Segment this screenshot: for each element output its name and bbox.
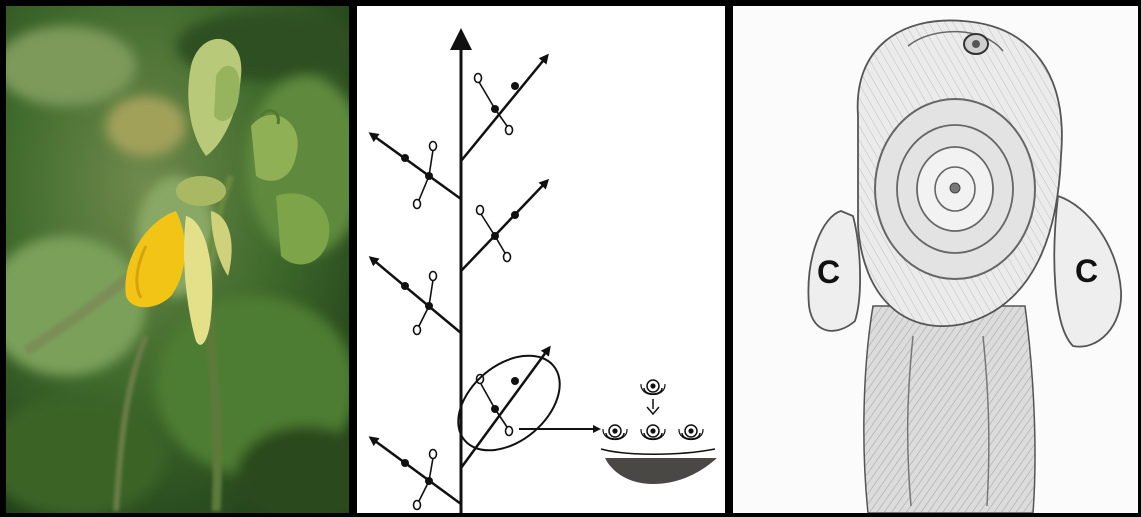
branch-arrow xyxy=(461,348,549,468)
right-branches xyxy=(461,56,549,468)
left-branches xyxy=(371,134,461,504)
flower-photo xyxy=(6,6,349,513)
branch-arrow xyxy=(371,438,461,504)
right-stipule-label: C xyxy=(1075,253,1098,289)
pedicels xyxy=(414,74,513,510)
inflorescence-diagram-panel xyxy=(357,6,725,513)
branch-arrow xyxy=(371,134,461,199)
concentric-rings xyxy=(875,99,1035,279)
floral-node-drawing-panel: C C xyxy=(733,6,1138,513)
stem-body xyxy=(864,306,1035,513)
flower-cluster-detail xyxy=(601,380,717,484)
flower-photo-panel xyxy=(6,6,349,513)
branch-arrow xyxy=(461,56,547,161)
inflorescence-diagram xyxy=(357,6,725,513)
floral-node-drawing: C C xyxy=(733,6,1138,513)
branch-arrow xyxy=(371,258,461,333)
left-stipule-label: C xyxy=(817,254,840,290)
